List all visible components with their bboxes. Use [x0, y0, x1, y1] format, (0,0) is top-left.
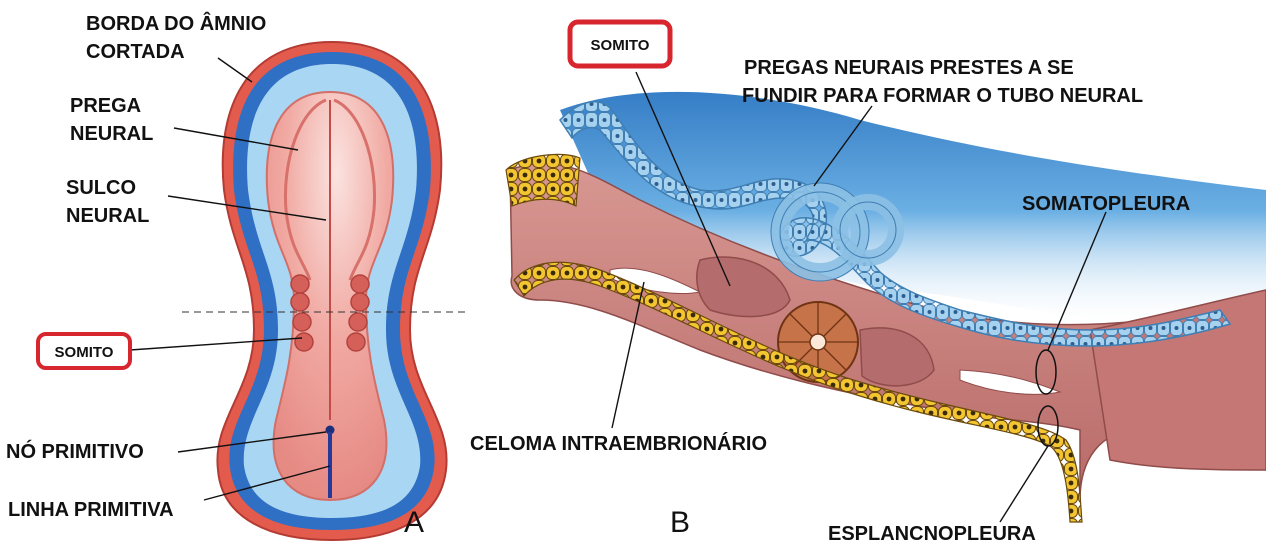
- label-amnion-edge-line2: CORTADA: [86, 41, 185, 63]
- panel-b-section: [506, 92, 1266, 522]
- label-neural-groove-line1: SULCO: [66, 177, 136, 199]
- label-neural-folds-line1: PREGAS NEURAIS PRESTES A SE: [744, 57, 1074, 79]
- label-neural-fold-line2: NEURAL: [70, 123, 153, 145]
- label-neural-groove-line2: NEURAL: [66, 205, 149, 227]
- panel-tag-b: B: [670, 506, 690, 539]
- label-neural-fold-line1: PREGA: [70, 95, 141, 117]
- label-somatopleure: SOMATOPLEURA: [1022, 193, 1190, 215]
- label-intraembryonic-coelom: CELOMA INTRAEMBRIONÁRIO: [470, 432, 767, 455]
- label-somite-a: SOMITO: [55, 344, 114, 361]
- label-somite-b: SOMITO: [591, 37, 650, 54]
- label-primitive-node: NÓ PRIMITIVO: [6, 439, 144, 463]
- panel-tag-a: A: [404, 506, 424, 539]
- label-amnion-edge-line1: BORDA DO ÂMNIO: [86, 11, 266, 35]
- panel-a-embryo: [182, 42, 468, 540]
- label-primitive-streak: LINHA PRIMITIVA: [8, 499, 174, 521]
- label-neural-folds-line2: FUNDIR PARA FORMAR O TUBO NEURAL: [742, 85, 1143, 107]
- label-splanchnopleure: ESPLANCNOPLEURA: [828, 523, 1036, 545]
